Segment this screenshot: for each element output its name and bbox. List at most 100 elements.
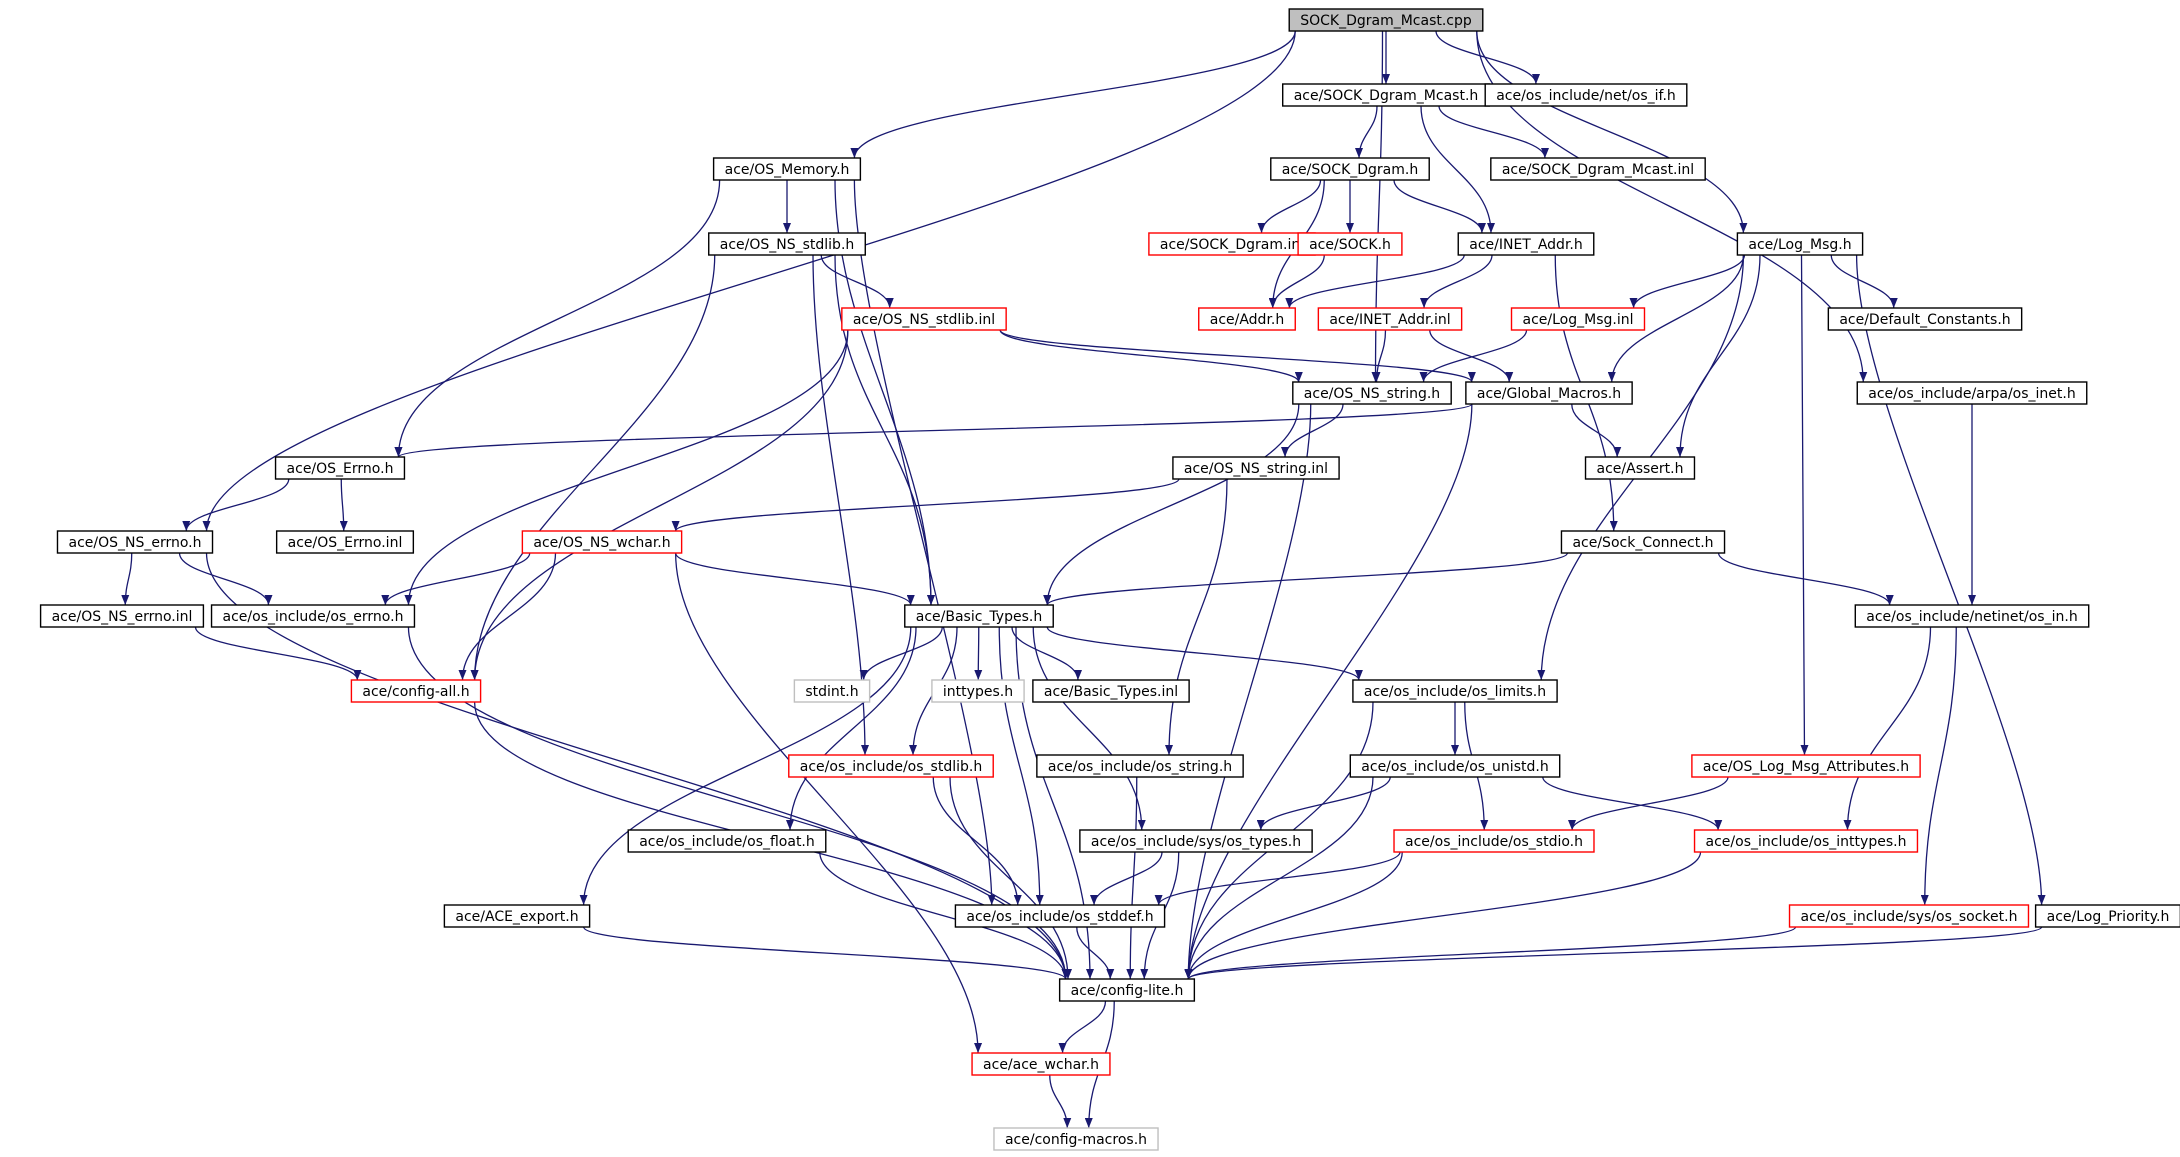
node-sock-h: ace/SOCK.h (1297, 232, 1403, 256)
node-label-os-inttypes-h: ace/os_include/os_inttypes.h (1706, 834, 1907, 850)
node-box-os-limits-h (1352, 679, 1558, 703)
node-label-os-ns-errno-inl: ace/OS_NS_errno.inl (52, 609, 193, 625)
node-os-ns-wchar-h: ace/OS_NS_wchar.h (521, 530, 683, 554)
edge-os-ns-errno-h-to-os-ns-errno-inl (121, 552, 133, 606)
node-label-log-msg-h: ace/Log_Msg.h (1748, 237, 1851, 253)
node-box-os-float-h (627, 829, 827, 853)
node-label-sock-dgram-mcast-inl: ace/SOCK_Dgram_Mcast.inl (1502, 162, 1694, 178)
edge-os-ns-wchar-h-to-basic-types-h (674, 552, 915, 606)
node-os-ns-errno-h: ace/OS_NS_errno.h (56, 530, 214, 554)
node-label-config-all-h: ace/config-all.h (362, 684, 469, 700)
node-log-msg-inl: ace/Log_Msg.inl (1510, 307, 1646, 331)
node-os-ns-string-inl: ace/OS_NS_string.inl (1172, 456, 1340, 480)
node-os-float-h: ace/os_include/os_float.h (627, 829, 827, 853)
node-label-sock-dgram-mcast-h: ace/SOCK_Dgram_Mcast.h (1294, 88, 1479, 104)
node-box-ace-export-h (443, 904, 591, 928)
node-label-global-macros-h: ace/Global_Macros.h (1477, 386, 1621, 402)
node-stdint-h: stdint.h (793, 679, 871, 703)
node-label-os-ns-errno-h: ace/OS_NS_errno.h (68, 535, 201, 551)
edge-log-msg-h-to-os-log-msg-attributes-h (1800, 254, 1809, 756)
edge-log-msg-h-to-log-priority-h (1855, 254, 2046, 906)
edge-sock-dgram-mcast-cpp-to-os-if-h (1435, 30, 1540, 85)
edge-os-ns-string-inl-to-os-string-h (1165, 478, 1228, 756)
node-os-if-h: ace/os_include/net/os_if.h (1484, 83, 1688, 107)
node-log-msg-h: ace/Log_Msg.h (1736, 232, 1864, 256)
edge-basic-types-h-to-os-float-h (786, 626, 917, 831)
edge-os-ns-string-h-to-basic-types-h (1043, 403, 1300, 606)
edge-inet-addr-inl-to-global-macros-h (1429, 329, 1514, 383)
edge-sock-dgram-mcast-h-to-sock-dgram-h (1355, 105, 1378, 159)
node-label-basic-types-inl: ace/Basic_Types.inl (1044, 684, 1178, 700)
node-box-os-log-msg-attributes-h (1691, 754, 1921, 778)
node-os-log-msg-attributes-h: ace/OS_Log_Msg_Attributes.h (1691, 754, 1921, 778)
edge-basic-types-h-to-ace-export-h (579, 626, 912, 906)
node-label-os-stdio-h: ace/os_include/os_stdio.h (1405, 834, 1583, 850)
node-os-unistd-h: ace/os_include/os_unistd.h (1349, 754, 1561, 778)
node-box-os-ns-errno-h (56, 530, 214, 554)
node-label-assert-h: ace/Assert.h (1597, 461, 1684, 477)
node-label-sock-dgram-h: ace/SOCK_Dgram.h (1282, 162, 1418, 178)
node-box-stdint-h (793, 679, 871, 703)
edge-basic-types-h-to-inttypes-h (974, 626, 983, 681)
edge-os-ns-wchar-h-to-config-all-h (458, 552, 557, 681)
node-label-basic-types-h: ace/Basic_Types.h (916, 609, 1042, 625)
node-label-log-msg-inl: ace/Log_Msg.inl (1523, 312, 1634, 328)
edge-log-msg-inl-to-os-ns-string-h (1419, 329, 1528, 383)
node-label-inttypes-h: inttypes.h (943, 684, 1013, 700)
edge-os-ns-stdlib-inl-to-os-include-os-errno-h (404, 329, 849, 606)
node-label-stdint-h: stdint.h (805, 684, 858, 700)
node-label-os-in-h: ace/os_include/netinet/os_in.h (1866, 609, 2077, 625)
edge-sock-connect-h-to-basic-types-h (1043, 552, 1569, 606)
node-sock-dgram-mcast-h: ace/SOCK_Dgram_Mcast.h (1282, 83, 1490, 107)
node-os-inttypes-h: ace/os_include/os_inttypes.h (1693, 829, 1919, 853)
node-box-addr-h (1198, 307, 1296, 331)
node-os-errno-h-ace: ace/OS_Errno.h (274, 456, 406, 480)
node-label-os-memory-h: ace/OS_Memory.h (725, 162, 850, 178)
node-os-ns-string-h: ace/OS_NS_string.h (1292, 381, 1452, 405)
node-label-os-inet-h: ace/os_include/arpa/os_inet.h (1868, 386, 2075, 402)
edge-os-ns-stdlib-inl-to-global-macros-h (999, 329, 1476, 383)
node-box-os-ns-wchar-h (521, 530, 683, 554)
node-label-inet-addr-h: ace/INET_Addr.h (1469, 237, 1583, 253)
node-log-priority-h: ace/Log_Priority.h (2034, 904, 2180, 928)
node-config-all-h: ace/config-all.h (350, 679, 482, 703)
edge-os-ns-string-inl-to-os-ns-wchar-h (671, 478, 1180, 532)
node-label-log-priority-h: ace/Log_Priority.h (2047, 909, 2170, 925)
edge-sock-h-to-addr-h (1268, 254, 1325, 309)
node-box-config-all-h (350, 679, 482, 703)
node-sock-dgram-mcast-inl: ace/SOCK_Dgram_Mcast.inl (1490, 157, 1706, 181)
node-box-sock-h (1297, 232, 1403, 256)
edge-os-memory-h-to-os-stddef-h (853, 179, 996, 906)
node-box-os-in-h (1854, 604, 2090, 628)
node-label-os-ns-string-h: ace/OS_NS_string.h (1304, 386, 1440, 402)
edge-os-ns-errno-h-to-os-include-os-errno-h (178, 552, 273, 606)
edge-basic-types-h-to-os-stddef-h (998, 626, 1044, 906)
node-box-os-memory-h (712, 157, 862, 181)
node-box-default-constants-h (1827, 307, 2023, 331)
edge-global-macros-h-to-config-lite-h (1184, 403, 1473, 980)
node-os-limits-h: ace/os_include/os_limits.h (1352, 679, 1558, 703)
node-label-os-if-h: ace/os_include/net/os_if.h (1496, 88, 1676, 104)
node-addr-h: ace/Addr.h (1198, 307, 1296, 331)
edge-os-float-h-to-config-lite-h (819, 851, 1070, 980)
node-os-errno-inl: ace/OS_Errno.inl (275, 530, 415, 554)
edge-ace-export-h-to-config-lite-h (582, 926, 1070, 980)
node-sock-dgram-inl: ace/SOCK_Dgram.inl (1148, 232, 1316, 256)
node-sock-dgram-mcast-cpp: SOCK_Dgram_Mcast.cpp (1288, 8, 1484, 32)
node-box-os-if-h (1484, 83, 1688, 107)
node-label-os-log-msg-attributes-h: ace/OS_Log_Msg_Attributes.h (1703, 759, 1909, 775)
edges-layer (121, 30, 2046, 1129)
edge-sock-dgram-h-to-inet-addr-h (1393, 179, 1486, 234)
node-os-inet-h: ace/os_include/arpa/os_inet.h (1856, 381, 2088, 405)
edge-inet-addr-h-to-inet-addr-inl (1420, 254, 1493, 309)
edge-global-macros-h-to-os-errno-h-ace (394, 403, 1473, 458)
node-inttypes-h: inttypes.h (931, 679, 1025, 703)
edge-inet-addr-inl-to-os-ns-string-h (1372, 329, 1387, 383)
node-box-inet-addr-inl (1317, 307, 1463, 331)
node-ace-export-h: ace/ACE_export.h (443, 904, 591, 928)
node-label-os-stddef-h: ace/os_include/os_stddef.h (966, 909, 1153, 925)
edge-log-msg-h-to-log-msg-inl (1629, 254, 1746, 309)
edge-os-ns-errno-inl-to-config-all-h (194, 626, 362, 681)
edge-sock-dgram-mcast-h-to-sock-dgram-mcast-inl (1438, 105, 1549, 159)
node-os-include-os-errno-h: ace/os_include/os_errno.h (210, 604, 416, 628)
